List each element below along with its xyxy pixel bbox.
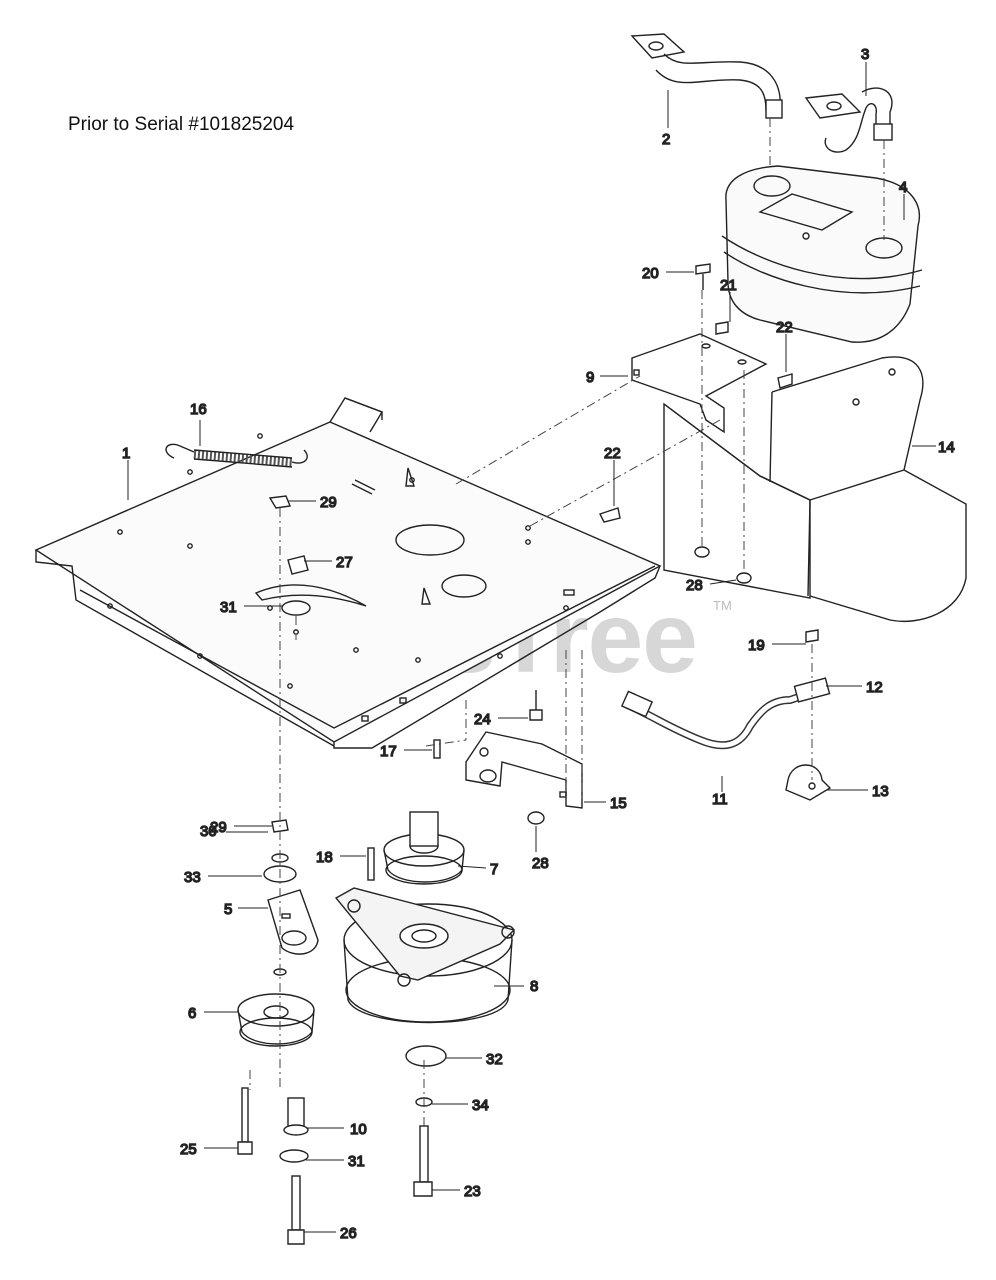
callout-25: 25	[180, 1141, 197, 1158]
exhaust-pipe-right	[804, 87, 893, 153]
engine-deck-plate	[34, 397, 662, 749]
engine-pulley	[383, 811, 465, 885]
callout-12: 12	[866, 679, 883, 696]
callout-19: 19	[748, 637, 765, 654]
idler-arm	[267, 889, 319, 955]
callout-30: 30	[200, 823, 217, 840]
callout-7: 7	[490, 861, 498, 878]
callout-10: 10	[350, 1121, 367, 1138]
callout-32: 32	[486, 1051, 503, 1068]
callout-22-upper: 22	[776, 319, 793, 336]
callout-13: 13	[872, 783, 889, 800]
callout-21: 21	[720, 277, 737, 294]
callout-28-upper: 28	[686, 577, 703, 594]
alignment-lines	[249, 118, 885, 1126]
tube-clamp	[785, 764, 832, 801]
callout-31-lower: 31	[348, 1153, 365, 1170]
callout-33: 33	[184, 869, 201, 886]
trademark-mark: TM	[713, 598, 732, 613]
extension-spring	[165, 443, 308, 468]
callout-6: 6	[188, 1005, 196, 1022]
callout-29-lower: 29	[210, 819, 227, 836]
callout-1: 1	[122, 445, 130, 462]
exhaust-pipe-left	[630, 33, 783, 119]
muffler-bracket	[631, 333, 768, 434]
callout-labels: 1 2 3 4 5 6 7 8 9 10 11 12 13 14 15 16 1…	[121, 45, 955, 1242]
callout-22-lower: 22	[604, 445, 621, 462]
callout-31-upper: 31	[220, 599, 237, 616]
idler-pulley	[237, 993, 315, 1047]
callout-15: 15	[610, 795, 627, 812]
angle-bracket	[465, 731, 583, 809]
callout-28-lower: 28	[532, 855, 549, 872]
pto-clutch	[334, 887, 516, 1024]
callout-4: 4	[899, 179, 907, 196]
heat-shield	[663, 356, 967, 622]
muffler	[721, 165, 923, 343]
callout-5: 5	[224, 901, 232, 918]
callout-23: 23	[464, 1183, 481, 1200]
callout-24: 24	[474, 711, 491, 728]
callout-26: 26	[340, 1225, 357, 1242]
diagram-caption: Prior to Serial #101825204	[68, 114, 295, 135]
callout-3: 3	[861, 46, 869, 63]
callout-11: 11	[712, 791, 728, 808]
callout-8: 8	[530, 978, 538, 995]
leader-lines	[127, 62, 936, 1233]
callout-29-upper: 29	[320, 494, 337, 511]
callout-18: 18	[316, 849, 333, 866]
callout-9: 9	[586, 369, 594, 386]
hardware	[237, 263, 819, 1245]
callout-16: 16	[190, 401, 207, 418]
callout-34: 34	[472, 1097, 489, 1114]
callout-27: 27	[336, 554, 353, 571]
callout-17: 17	[380, 743, 397, 760]
callout-20: 20	[642, 265, 659, 282]
vent-tube	[620, 677, 831, 750]
callout-14: 14	[938, 439, 955, 456]
callout-2: 2	[662, 131, 670, 148]
